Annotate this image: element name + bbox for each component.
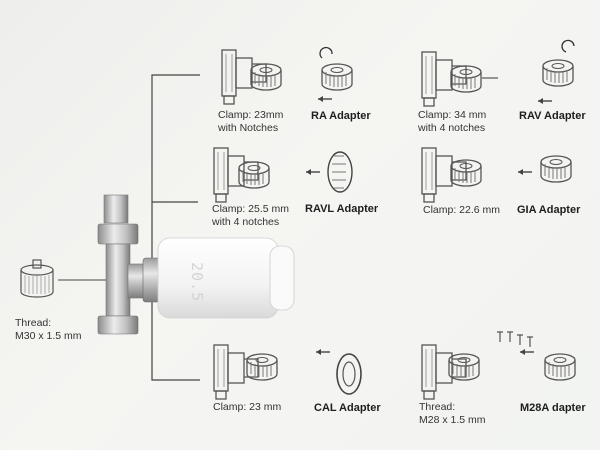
m28-valve-drawing bbox=[421, 344, 480, 400]
gia-valve-drawing bbox=[421, 147, 482, 203]
rav-adapter-name: RAV Adapter bbox=[519, 110, 586, 122]
ravl-valve-drawing bbox=[213, 147, 270, 203]
rav-adapter-drawing bbox=[537, 39, 575, 105]
m28-thread-line1: Thread: bbox=[419, 401, 456, 413]
ra-clamp-line1: Clamp: 23mm bbox=[218, 109, 284, 121]
ra-clamp-label: Clamp: 23mm with Notches bbox=[218, 109, 283, 134]
ravl-clamp-line2: with 4 notches bbox=[212, 215, 280, 228]
radiator-valve bbox=[97, 194, 162, 335]
m28a-adapter-name: M28A dapter bbox=[520, 402, 586, 414]
cal-valve-drawing bbox=[213, 344, 278, 400]
gia-clamp-label: Clamp: 22.6 mm bbox=[423, 204, 500, 217]
base-thread-line1: Thread: bbox=[15, 317, 52, 329]
m28-thread-line2: M28 x 1.5 mm bbox=[419, 413, 486, 426]
gia-adapter-name: GIA Adapter bbox=[517, 204, 581, 216]
rav-clamp-label: Clamp: 34 mm with 4 notches bbox=[418, 109, 486, 134]
ravl-adapter-drawing bbox=[305, 151, 353, 193]
cal-clamp-line1: Clamp: 23 mm bbox=[213, 401, 282, 413]
thread-base-adapter bbox=[20, 259, 54, 298]
gia-clamp-line1: Clamp: 22.6 mm bbox=[423, 204, 501, 216]
ravl-clamp-label: Clamp: 25.5 mm with 4 notches bbox=[212, 203, 289, 228]
cal-adapter-drawing bbox=[315, 348, 362, 395]
m28a-adapter-drawing bbox=[497, 331, 576, 381]
ra-valve-drawing bbox=[221, 49, 282, 105]
rav-clamp-line1: Clamp: 34 mm bbox=[418, 109, 487, 121]
ravl-adapter-name: RAVL Adapter bbox=[305, 203, 379, 215]
cal-adapter-name: CAL Adapter bbox=[314, 402, 381, 414]
base-thread-line2: M30 x 1.5 mm bbox=[15, 329, 82, 342]
cal-clamp-label: Clamp: 23 mm bbox=[213, 401, 281, 414]
m28-thread-label: Thread: M28 x 1.5 mm bbox=[419, 401, 486, 426]
ravl-clamp-line1: Clamp: 25.5 mm bbox=[212, 203, 290, 215]
thermostat-display: 20.5 bbox=[188, 262, 206, 303]
ra-clamp-line2: with Notches bbox=[218, 121, 279, 134]
rav-valve-drawing bbox=[421, 51, 498, 107]
rav-clamp-line2: with 4 notches bbox=[418, 121, 486, 134]
ra-adapter-drawing bbox=[317, 46, 353, 103]
base-thread-label: Thread: M30 x 1.5 mm bbox=[15, 317, 82, 342]
ra-adapter-name: RA Adapter bbox=[311, 110, 371, 122]
smart-thermostat bbox=[157, 237, 295, 319]
connector-bracket bbox=[151, 74, 200, 381]
gia-adapter-drawing bbox=[517, 155, 572, 183]
